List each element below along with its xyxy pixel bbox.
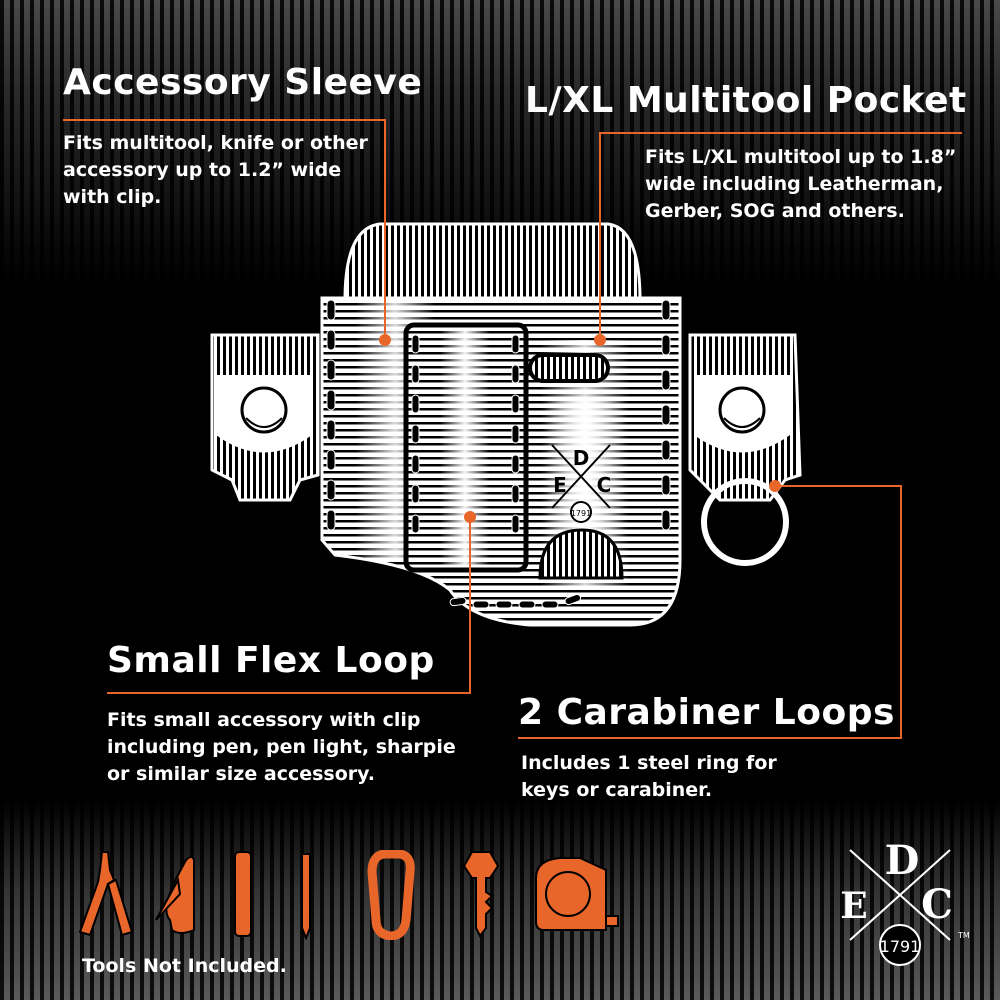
pen-icon (301, 853, 311, 940)
carabiner-loops-title: 2 Carabiner Loops (518, 692, 895, 733)
carabiner-loops-description: Includes 1 steel ring for keys or carabi… (521, 752, 777, 801)
left-belt-loop (210, 333, 320, 502)
svg-text:E: E (553, 473, 567, 497)
key-icon (462, 851, 500, 938)
pocket-slot (528, 353, 610, 383)
small-flex-loop-description: Fits small accessory with clip including… (107, 709, 456, 785)
svg-text:1791: 1791 (571, 509, 591, 518)
edc-1791-logo: D E C 1791 TM (840, 837, 970, 966)
svg-text:C: C (597, 473, 612, 497)
carabiner-icon (367, 850, 415, 940)
multitool-pocket-title: L/XL Multitool Pocket (525, 80, 967, 121)
right-belt-loop (688, 333, 802, 502)
accessory-sleeve-description: Fits multitool, knife or other accessory… (63, 132, 368, 208)
accessory-sleeve-title: Accessory Sleeve (63, 62, 423, 103)
tape-measure-icon (535, 857, 619, 931)
svg-text:1791: 1791 (880, 937, 921, 956)
small-flex-loop-title: Small Flex Loop (107, 640, 435, 681)
tools-icons-row (78, 850, 619, 940)
tools-not-included-note: Tools Not Included. (82, 955, 287, 977)
multitool-icon (78, 851, 134, 937)
svg-text:TM: TM (957, 931, 970, 940)
flex-loop (403, 322, 529, 573)
flashlight-icon (234, 851, 252, 937)
folding-knife-icon (155, 856, 195, 934)
svg-text:E: E (840, 885, 867, 927)
pocket-top (343, 222, 642, 302)
svg-text:D: D (885, 837, 920, 884)
svg-text:D: D (573, 446, 590, 470)
multitool-pocket-description: Fits L/XL multitool up to 1.8” wide incl… (645, 146, 957, 222)
svg-text:C: C (921, 881, 953, 928)
